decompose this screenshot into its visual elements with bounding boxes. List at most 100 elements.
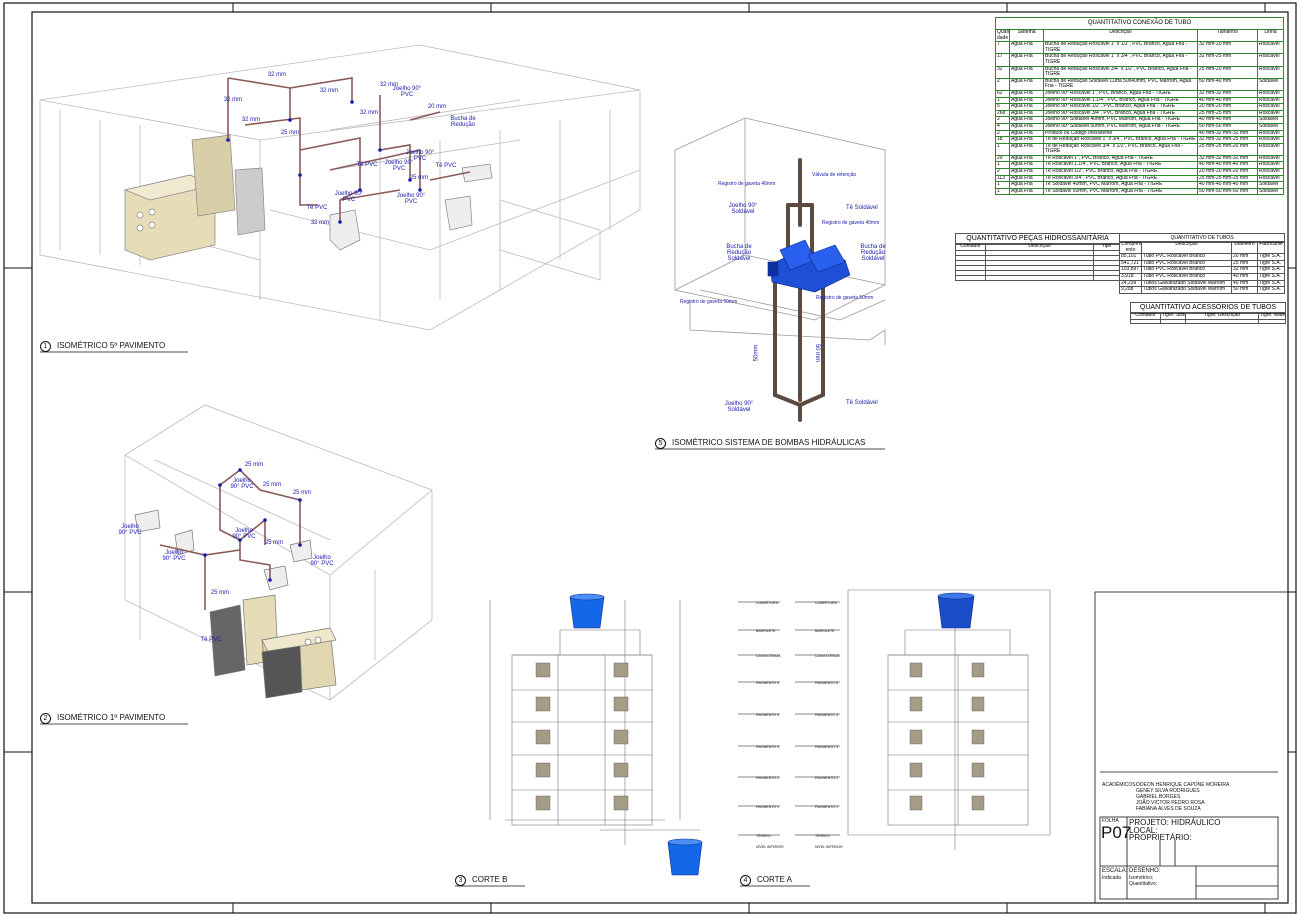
table-cell: Água Fria bbox=[1009, 65, 1044, 79]
section-a-drawing bbox=[847, 589, 1051, 850]
pipes-5th bbox=[227, 77, 471, 222]
table-cell: 32 mm-32 mm-25 mm bbox=[1197, 136, 1258, 144]
pipe-fittings-5th bbox=[226, 100, 422, 224]
table-cell: 1 bbox=[995, 142, 1010, 156]
table-cell: 40 mm-32 mm-32 mm bbox=[1197, 129, 1258, 138]
table-cell: Bucha de Redução Roscável 3/4" x 1/2", P… bbox=[1043, 65, 1198, 79]
pipe-label: Tê PVC bbox=[306, 205, 328, 211]
table-cell: 113 bbox=[995, 174, 1010, 183]
pump-label-bucha-left: Bucha de Redução Soldável bbox=[726, 244, 752, 262]
pump-label-te-1: Tê Soldável bbox=[846, 205, 878, 211]
pipe-label: 25 mm bbox=[292, 490, 312, 496]
table-cell: 541,721 bbox=[1119, 259, 1142, 268]
table-cell: Roscável bbox=[1257, 142, 1284, 156]
drawing-line-2: Quantitativo; bbox=[1129, 881, 1158, 887]
table-cell: Roscável bbox=[1257, 161, 1284, 170]
pipe-label: Tê PVC bbox=[200, 637, 222, 643]
section-a-fixtures bbox=[909, 662, 985, 811]
tubos-header: Fabricante bbox=[1257, 240, 1285, 255]
table-cell: Tê Roscável 1", PVC Branco, Água Fria - … bbox=[1043, 154, 1198, 163]
kitchen-furniture-5th bbox=[123, 134, 493, 261]
section-b-fixtures bbox=[535, 662, 629, 811]
table-cell: 268 bbox=[995, 109, 1010, 118]
conexao-header: Quanti dade bbox=[995, 28, 1010, 43]
pipe-label: Bucha de Redução bbox=[450, 116, 476, 128]
level-label: COBERTURA bbox=[815, 601, 837, 605]
pump-label-bucha-right: Bucha de Redução Soldável bbox=[860, 244, 886, 262]
table-cell: 32 mm-20 mm bbox=[1197, 41, 1258, 55]
table-cell: 2 bbox=[995, 116, 1010, 124]
table-cell: Soldável bbox=[1257, 187, 1284, 196]
table-cell: Tigre S.A. bbox=[1257, 279, 1285, 288]
table-cell: Tigre S.A. bbox=[1257, 259, 1285, 268]
table-cell: 32 mm bbox=[1231, 266, 1258, 274]
pump-label-valvula: Válvula de retenção bbox=[812, 172, 857, 178]
table-cell: 40 mm bbox=[1231, 279, 1258, 288]
water-tank-b-bottom bbox=[667, 838, 703, 876]
pipe-label: 32 mm bbox=[267, 72, 287, 78]
table-cell: Água Fria bbox=[1009, 142, 1044, 156]
pump-label-te-2: Tê Soldável bbox=[846, 400, 878, 406]
table-cell: Soldável bbox=[1257, 77, 1284, 91]
academic-name: GABRIEL BORGES bbox=[1136, 794, 1181, 800]
pipe-label: 32 mm bbox=[223, 97, 243, 103]
table-cell: 40 mm-40 mm bbox=[1197, 116, 1258, 124]
table-cell: 5 bbox=[995, 103, 1010, 111]
pipe-label: Tê PVC bbox=[435, 163, 457, 169]
table-cell: 40 mm bbox=[1231, 272, 1258, 281]
table-cell: Água Fria bbox=[1009, 161, 1044, 170]
table-cell: Roscável bbox=[1257, 174, 1284, 183]
academic-name: FABIANA ALVES DE SOUZA bbox=[1136, 806, 1201, 812]
table-cell: 1 bbox=[995, 187, 1010, 196]
level-label: PAVIMENTO 5 bbox=[756, 681, 779, 685]
table-cell: Joelho 90º Soldável 50mm, PVC Marrom, Ág… bbox=[1043, 122, 1198, 131]
table-cell: Água Fria bbox=[1009, 168, 1044, 176]
conexao-table: Quanti dadeSistemaDescriçãoTamanhoLinha7… bbox=[995, 28, 1284, 196]
pipe-label: 32 mm bbox=[359, 110, 379, 116]
conexao-header: Tamanho bbox=[1197, 28, 1258, 43]
table-cell: Bucha de Redução Roscável 1" x 1/2", PVC… bbox=[1043, 41, 1198, 55]
table-cell: 85,101 bbox=[1119, 253, 1142, 261]
table-cell: 2 bbox=[995, 77, 1010, 91]
table-cell: Água Fria bbox=[1009, 122, 1044, 131]
table-cell: Soldável bbox=[1257, 122, 1284, 131]
table-cell: 50 mm-40 mm bbox=[1197, 77, 1258, 91]
table-cell: Água Fria bbox=[1009, 103, 1044, 111]
table-cell: Tubo PVC Roscável Branco bbox=[1141, 266, 1232, 274]
water-tank-b-top bbox=[569, 593, 605, 629]
table-cell: Tê Roscável 3/4", PVC Branco, Água Fria … bbox=[1043, 174, 1198, 183]
conexao-header: Descrição bbox=[1043, 28, 1198, 43]
table-cell: Água Fria bbox=[1009, 174, 1044, 183]
table-cell: 1 bbox=[995, 161, 1010, 170]
table-cell: Tê Roscável 1/2", PVC Branco, Água Fria … bbox=[1043, 168, 1198, 176]
table-cell: 25 mm-25 mm bbox=[1197, 109, 1258, 118]
sheet-label: FOLHA bbox=[1102, 818, 1119, 824]
tubos-header: Comprim ento bbox=[1119, 240, 1142, 255]
table-cell: 20 mm-20 mm-20 mm bbox=[1197, 168, 1258, 176]
pump-label-joelho-2: Joelho 90° Soldável bbox=[724, 401, 754, 413]
level-label: BARRILETE bbox=[756, 629, 776, 633]
drawing-label: DESENHO: bbox=[1129, 868, 1161, 874]
table-cell: Soldável bbox=[1257, 181, 1284, 189]
level-label: PAVIMENTO 4 bbox=[815, 713, 838, 717]
table-cell: 32 bbox=[995, 65, 1010, 79]
table-cell: Roscável bbox=[1257, 109, 1284, 118]
table-cell: 32 mm-32 mm bbox=[1197, 89, 1258, 98]
table-cell: Água Fria bbox=[1009, 53, 1044, 67]
table-cell: Tigre S.A. bbox=[1257, 253, 1285, 261]
table-cell: Joelho 90º Soldável 40mm, PVC Marrom, Ág… bbox=[1043, 116, 1198, 124]
pipe-label: Joelho 90° PVC bbox=[230, 478, 254, 490]
pipes-1st bbox=[159, 468, 301, 610]
table-cell: Roscável bbox=[1257, 53, 1284, 67]
pump-label-registro-40: Registro de gaveta 40mm bbox=[718, 181, 776, 187]
